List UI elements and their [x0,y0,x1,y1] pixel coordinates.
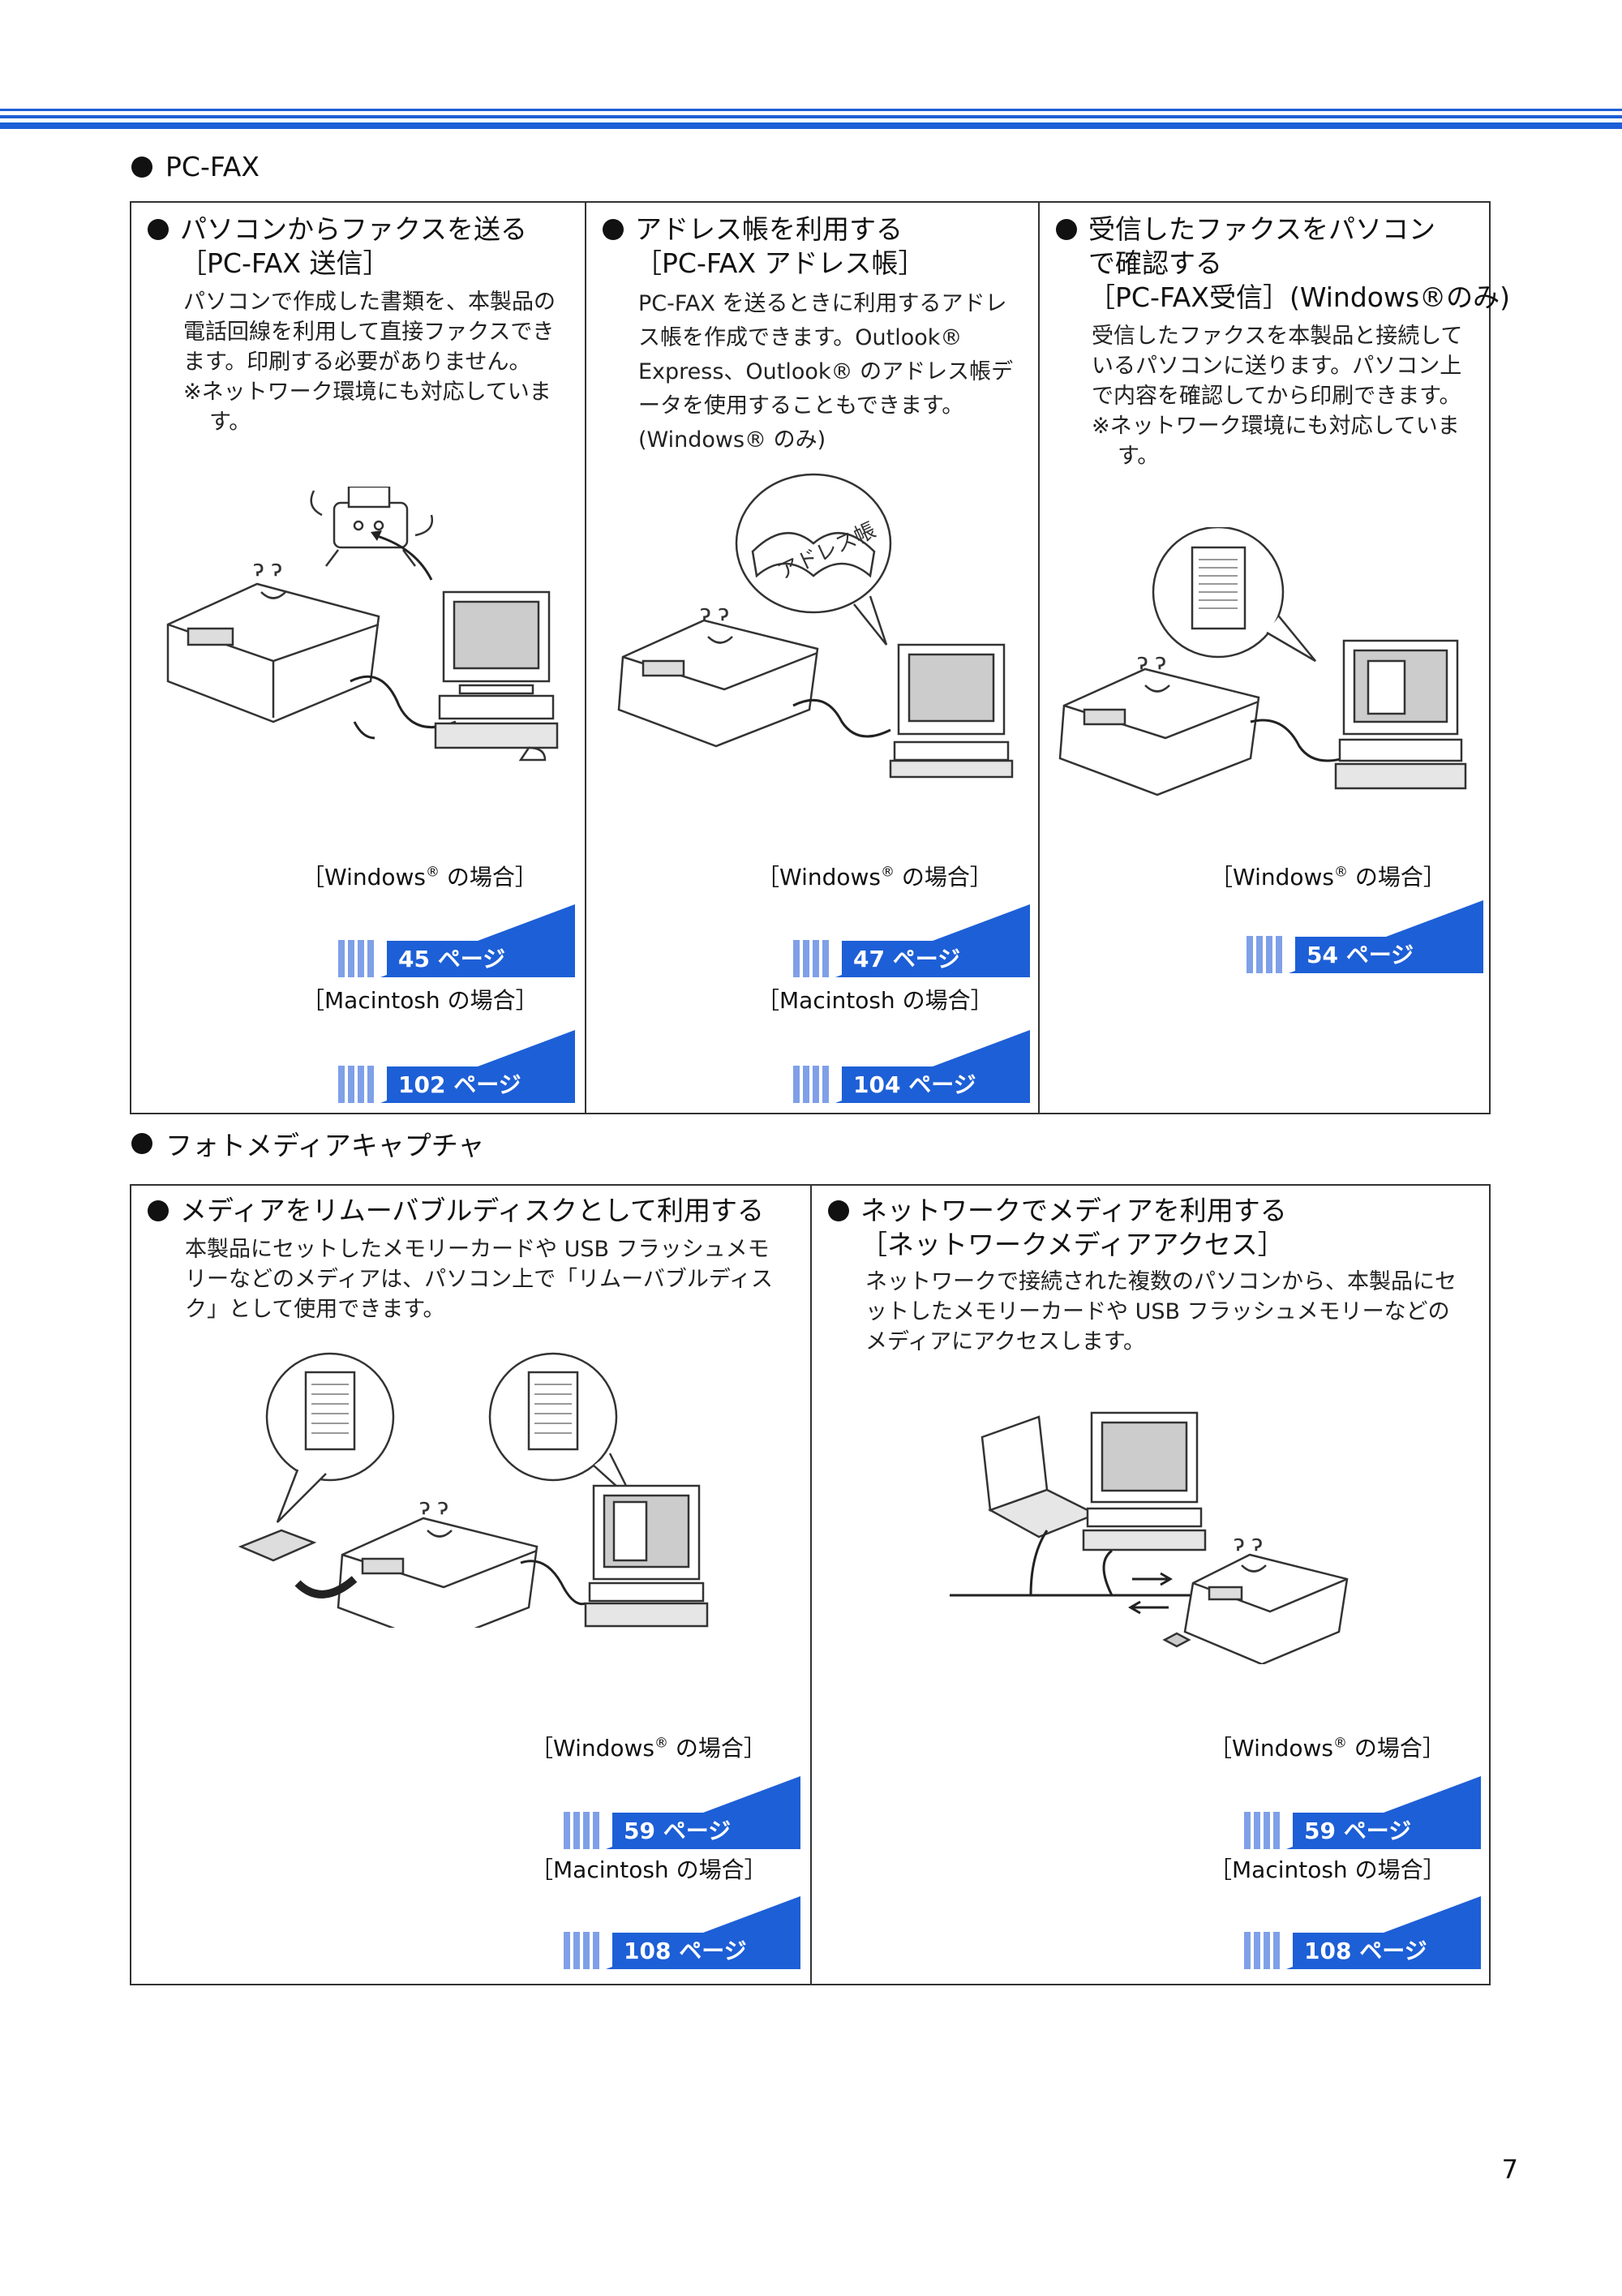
header-rule-mid [0,115,1622,118]
windows-label: ［Windows® の場合］ [757,864,993,891]
svg-text:ɂ ɂ: ɂ ɂ [419,1493,448,1520]
bullet-icon [828,1200,849,1221]
removable-disk-illustration: ɂ ɂ [238,1352,709,1628]
macintosh-label: ［Macintosh の場合］ [530,1856,767,1883]
column-title: アドレス帳を利用する ［PC-FAX アドレス帳］ [603,212,925,281]
svg-text:ɂ ɂ: ɂ ɂ [253,555,282,582]
page-number: 7 [1501,2154,1518,2185]
windows-label: ［Windows® の場合］ [530,1735,766,1762]
svg-text:ɂ ɂ: ɂ ɂ [700,599,729,626]
macintosh-page-link[interactable]: 104 ページ [793,1030,1030,1105]
fax-to-pc-illustration: ɂ ɂ [166,487,559,762]
network-media-illustration: ɂ ɂ [950,1411,1349,1664]
bullet-icon [148,1200,169,1221]
macintosh-label: ［Macintosh の場合］ [1209,1856,1446,1883]
windows-page-link[interactable]: 59 ページ [1244,1776,1481,1851]
macintosh-label: ［Macintosh の場合］ [302,987,539,1014]
bullet-icon [131,156,152,178]
bullet-icon [148,219,169,240]
pcfax-addressbook-column: アドレス帳を利用する ［PC-FAX アドレス帳］ PC-FAX を送るときに利… [585,203,1038,1113]
section-heading-photo-media: フォトメディアキャプチャ [131,1124,484,1163]
windows-label: ［Windows® の場合］ [1209,1735,1445,1762]
windows-page-link[interactable]: 47 ページ [793,904,1030,979]
windows-label: ［Windows® の場合］ [302,864,538,891]
column-title: 受信したファクスをパソコン で確認する ［PC-FAX受信］(Windows®の… [1056,212,1510,315]
column-body: 本製品にセットしたメモリーカードや USB フラッシュメモリーなどのメディアは、… [185,1237,773,1322]
removable-disk-column: メディアをリムーバブルディスクとして利用する 本製品にセットしたメモリーカードや… [131,1186,810,1984]
svg-text:ɂ ɂ: ɂ ɂ [1234,1530,1263,1556]
bullet-icon [603,219,624,240]
pcfax-receive-column: 受信したファクスをパソコン で確認する ［PC-FAX受信］(Windows®の… [1038,203,1510,1113]
pcfax-send-column: パソコンからファクスを送る ［PC-FAX 送信］ パソコンで作成した書類を、本… [131,203,585,1113]
macintosh-page-link[interactable]: 108 ページ [564,1896,800,1971]
column-body: パソコンで作成した書類を、本製品の電話回線を利用して直接ファクスできます。印刷す… [183,290,556,435]
column-body: PC-FAX を送るときに利用するアドレス帳を作成できます。Outlook® E… [638,291,1014,453]
windows-page-link[interactable]: 45 ページ [338,904,575,979]
column-body: ネットワークで接続された複数のパソコンから、本製品にセットしたメモリーカードや … [865,1269,1457,1354]
column-title: パソコンからファクスを送る ［PC-FAX 送信］ [148,212,527,281]
pcfax-panel: パソコンからファクスを送る ［PC-FAX 送信］ パソコンで作成した書類を、本… [130,201,1510,1114]
windows-page-link[interactable]: 54 ページ [1247,900,1483,975]
bullet-icon [1056,219,1077,240]
macintosh-page-link[interactable]: 102 ページ [338,1030,575,1105]
windows-page-link[interactable]: 59 ページ [564,1776,800,1851]
receive-fax-illustration: ɂ ɂ [1058,527,1467,796]
windows-label: ［Windows® の場合］ [1210,864,1446,891]
header-rule-thin [0,109,1622,111]
addressbook-illustration: アドレス帳 ɂ ɂ [617,473,1014,779]
column-title: ネットワークでメディアを利用する ［ネットワークメディアアクセス］ [828,1194,1287,1262]
macintosh-label: ［Macintosh の場合］ [757,987,993,1014]
network-media-column: ネットワークでメディアを利用する ［ネットワークメディアアクセス］ ネットワーク… [810,1186,1489,1984]
macintosh-page-link[interactable]: 108 ページ [1244,1896,1481,1971]
section-heading-pcfax: PC-FAX [131,151,260,182]
svg-text:ɂ ɂ: ɂ ɂ [1137,648,1166,675]
column-body: 受信したファクスを本製品と接続しているパソコンに送ります。パソコン上で内容を確認… [1092,324,1463,469]
bullet-icon [131,1133,152,1154]
column-title: メディアをリムーバブルディスクとして利用する [148,1194,764,1228]
photo-media-panel: メディアをリムーバブルディスクとして利用する 本製品にセットしたメモリーカードや… [130,1184,1491,1985]
header-rule-thick [0,122,1622,129]
